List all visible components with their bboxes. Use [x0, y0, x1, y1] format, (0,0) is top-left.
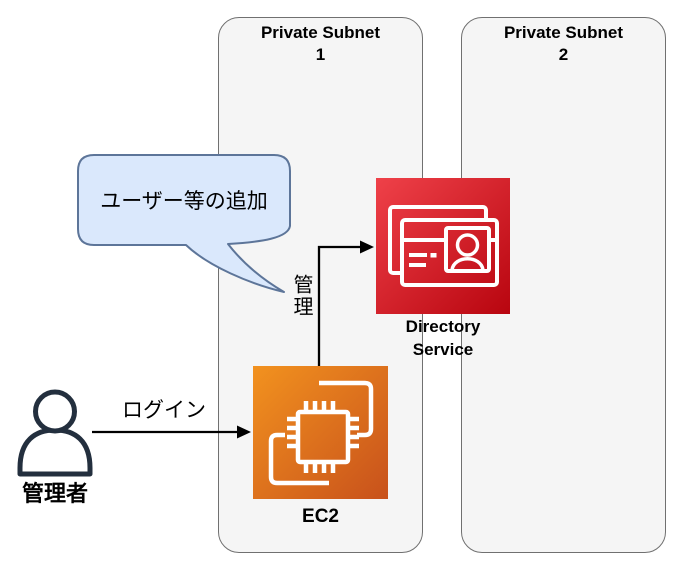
person-icon — [17, 389, 93, 477]
manage-arrow — [317, 240, 374, 366]
ec2-label: EC2 — [302, 506, 339, 527]
subnet-2-title: Private Subnet 2 — [503, 23, 624, 64]
bracket-top-right — [319, 380, 374, 438]
manage-edge-label: 管理 — [290, 274, 312, 318]
subnet-1-title: Private Subnet 1 — [260, 23, 381, 64]
bracket-bottom-left — [268, 432, 329, 486]
cpu-pins — [287, 401, 359, 473]
directory-service-icon — [376, 178, 510, 314]
login-edge-label: ログイン — [122, 399, 206, 422]
person-head — [33, 389, 77, 434]
callout-text: ユーザー等の追加 — [100, 190, 268, 213]
person-body — [17, 427, 93, 477]
cpu-chip — [295, 409, 351, 465]
speech-bubble — [77, 154, 291, 293]
directory-service-label: Directory Service — [405, 317, 481, 359]
admin-label: 管理者 — [21, 481, 88, 506]
login-arrow — [92, 425, 251, 439]
photo-frame — [444, 226, 491, 273]
ec2-icon — [253, 366, 388, 499]
